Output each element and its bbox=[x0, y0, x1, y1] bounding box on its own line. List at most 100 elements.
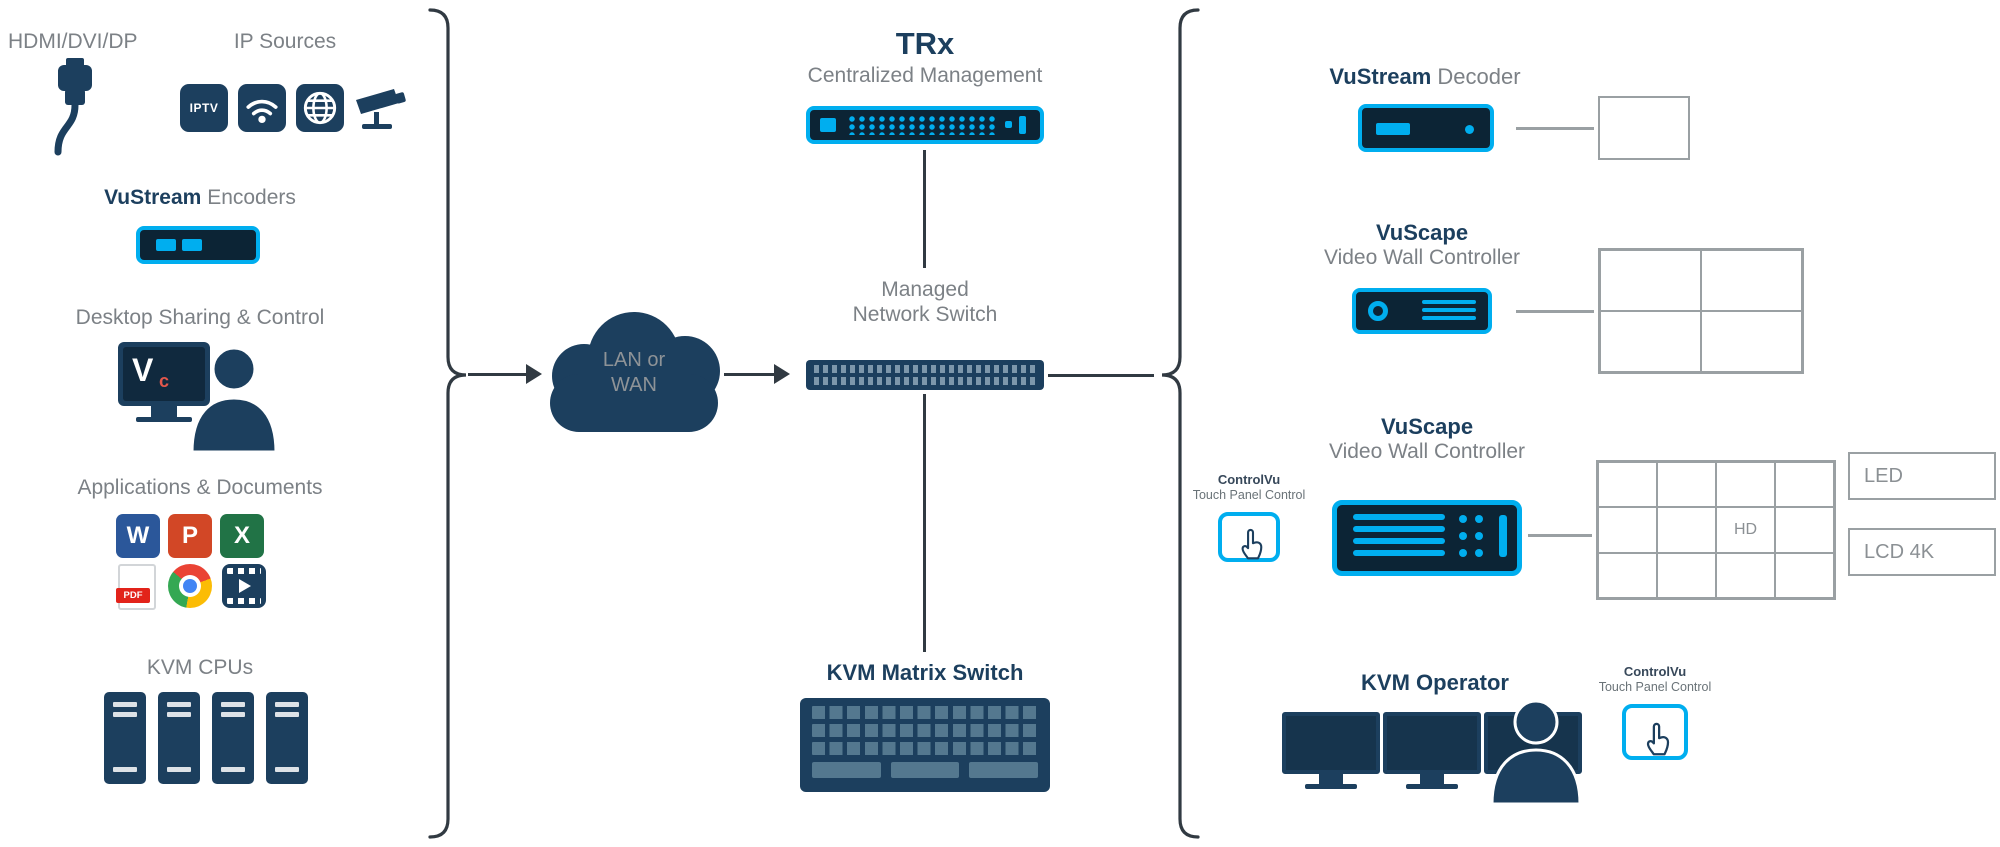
vuscape2-label: Video Wall Controller bbox=[1328, 440, 1526, 463]
tower-vent bbox=[167, 767, 191, 772]
wall-cell bbox=[1598, 552, 1657, 598]
trx-server-grille bbox=[848, 115, 998, 135]
vnc-monitor-base bbox=[136, 417, 192, 422]
controller1-line bbox=[1422, 300, 1476, 304]
trx-server-device bbox=[806, 106, 1044, 144]
wifi-arcs bbox=[246, 99, 278, 124]
word-icon: W bbox=[116, 514, 160, 558]
decoder-to-display-line bbox=[1516, 127, 1594, 130]
security-camera-icon bbox=[356, 89, 406, 129]
led-display-box: LED bbox=[1848, 452, 1996, 500]
arrowhead-to-switch bbox=[774, 364, 790, 384]
vnc-logo-v: V bbox=[132, 352, 154, 388]
controlvu-tablet-icon-1 bbox=[1218, 512, 1280, 562]
vuscape1-brand: VuScape bbox=[1375, 220, 1469, 245]
trx-to-switch-line bbox=[923, 150, 926, 268]
vustream-encoders-brand: VuStream bbox=[104, 186, 202, 209]
operator-monitor-2 bbox=[1383, 712, 1481, 774]
managed-switch-label-line2: Network Switch bbox=[852, 303, 998, 326]
wall-cell bbox=[1600, 250, 1701, 311]
vustream-encoders-label: VuStream Encoders bbox=[40, 186, 360, 210]
trx-title: TRx bbox=[895, 26, 955, 61]
wall-cell-hd: HD bbox=[1716, 507, 1775, 553]
controlvu2-label-line2: Touch Panel Control bbox=[1598, 680, 1712, 694]
wall-cell bbox=[1701, 311, 1802, 372]
vuscape-controller-1 bbox=[1352, 288, 1492, 334]
controller1-to-wall-line bbox=[1516, 310, 1594, 313]
wall-cell bbox=[1600, 311, 1701, 372]
controller2-bar bbox=[1499, 515, 1507, 557]
matrix-bar bbox=[969, 762, 1039, 778]
decoder-slot bbox=[1376, 123, 1410, 135]
controller2-dot bbox=[1475, 532, 1483, 540]
vustream-decoder-label: VuStream Decoder bbox=[1275, 64, 1575, 90]
vustream-encoders-word: Encoders bbox=[207, 186, 296, 209]
cloud-label-line2: WAN bbox=[611, 374, 657, 396]
switch-to-brace-line bbox=[1048, 374, 1154, 377]
controller1-line bbox=[1422, 308, 1476, 312]
matrix-keys-row1 bbox=[812, 706, 1038, 719]
vnc-monitor-stand bbox=[151, 406, 177, 417]
controlvu2-label-line1: ControlVu bbox=[1623, 664, 1687, 679]
vnc-screen: V c bbox=[123, 347, 205, 401]
touch-hand-icon bbox=[1241, 528, 1263, 560]
pdf-icon: PDF bbox=[116, 564, 156, 610]
matrix-bars-row bbox=[812, 762, 1039, 778]
powerpoint-letter: P bbox=[181, 522, 198, 549]
operator-monitor-1 bbox=[1282, 712, 1380, 774]
iptv-icon-text: IPTV bbox=[189, 101, 219, 115]
lcd-display-box: LCD 4K bbox=[1848, 528, 1996, 576]
tower-vent bbox=[113, 712, 137, 717]
matrix-keys-row3 bbox=[812, 742, 1038, 755]
kvm-matrix-device bbox=[800, 698, 1050, 792]
arrowhead-to-cloud bbox=[526, 364, 542, 384]
kvm-matrix-label: KVM Matrix Switch bbox=[826, 660, 1024, 685]
cpu-tower-4 bbox=[266, 692, 308, 784]
tower-vent bbox=[221, 767, 245, 772]
tower-vent bbox=[221, 702, 245, 707]
tower-vent bbox=[113, 702, 137, 707]
cpu-tower-3 bbox=[212, 692, 254, 784]
managed-switch-label-line1: Managed bbox=[881, 278, 969, 301]
controlvu-tablet-icon-2 bbox=[1622, 704, 1688, 760]
left-group-brace bbox=[428, 8, 467, 839]
film-strip-top bbox=[227, 568, 261, 574]
iptv-icon: IPTV bbox=[180, 84, 228, 132]
cpu-tower-2 bbox=[158, 692, 200, 784]
tower-vent bbox=[275, 712, 299, 717]
vnc-desktop-icon: V c bbox=[118, 342, 288, 454]
kvm-operator-station bbox=[1282, 699, 1588, 806]
vnc-logo-c: c bbox=[159, 371, 170, 391]
lan-wan-cloud: LAN or WAN bbox=[546, 312, 722, 440]
wall-cell bbox=[1716, 462, 1775, 508]
encoder-led-1 bbox=[156, 239, 176, 251]
lcd-label: LCD 4K bbox=[1864, 540, 1935, 563]
excel-icon: X bbox=[220, 514, 264, 558]
vustream-decoder-brand: VuStream bbox=[1329, 64, 1432, 89]
controller2-dot bbox=[1459, 532, 1467, 540]
controller2-dot bbox=[1475, 549, 1483, 557]
wall-cell bbox=[1657, 507, 1716, 553]
controlvu1-label-line1: ControlVu bbox=[1217, 472, 1281, 487]
wall-cell bbox=[1657, 462, 1716, 508]
controller1-line bbox=[1422, 316, 1476, 320]
monitor-stand bbox=[1420, 774, 1444, 784]
wall-cell bbox=[1657, 552, 1716, 598]
cpu-tower-1 bbox=[104, 692, 146, 784]
kvm-operator-label: KVM Operator bbox=[1361, 670, 1509, 695]
chrome-center bbox=[183, 579, 197, 593]
switch-ports-row2 bbox=[814, 377, 1036, 385]
monitor-base bbox=[1406, 784, 1458, 789]
ip-sources-label: IP Sources bbox=[233, 30, 337, 53]
wall-cell bbox=[1716, 552, 1775, 598]
wifi-stream-icon bbox=[238, 84, 286, 132]
globe-icon bbox=[296, 84, 344, 132]
controlvu1-label-line2: Touch Panel Control bbox=[1192, 488, 1306, 502]
hd-label: HD bbox=[1733, 520, 1758, 538]
excel-letter: X bbox=[233, 522, 250, 549]
wall-cell bbox=[1775, 507, 1834, 553]
encoder-led-2 bbox=[182, 239, 202, 251]
matrix-keys-row2 bbox=[812, 724, 1038, 737]
single-display bbox=[1598, 96, 1690, 160]
